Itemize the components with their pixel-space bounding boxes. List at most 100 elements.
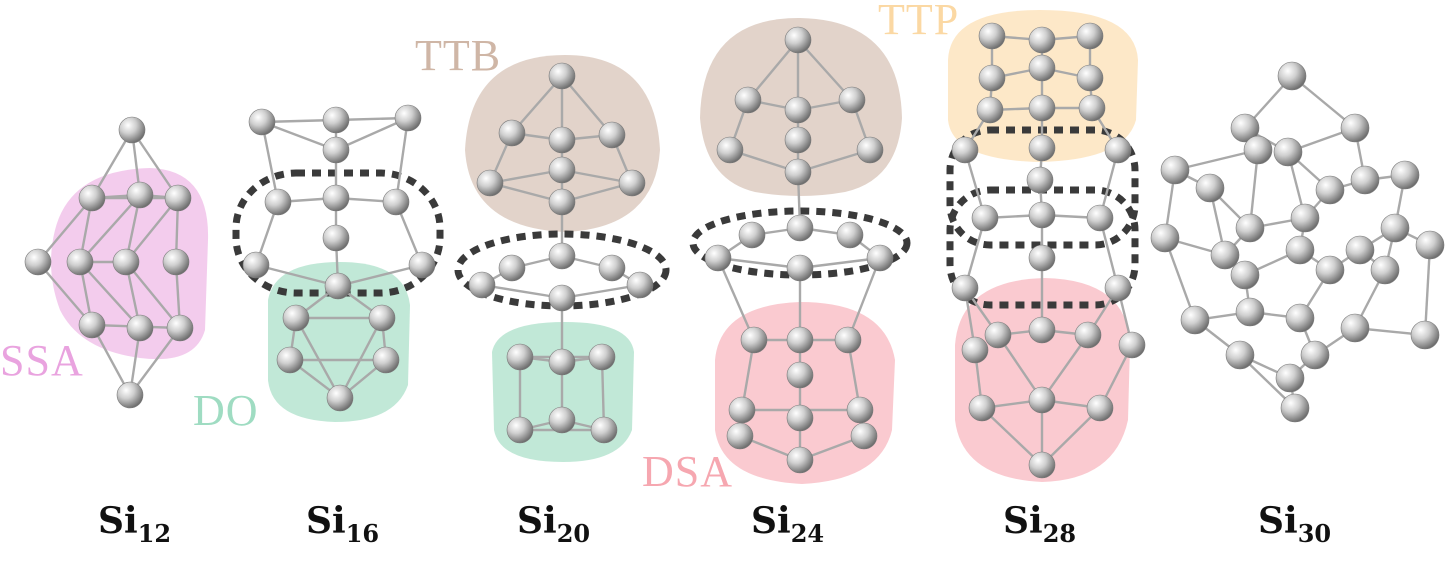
ring-outline-si16 bbox=[232, 169, 444, 297]
si-atom bbox=[1074, 321, 1102, 349]
si-atom bbox=[118, 116, 146, 144]
si-atom bbox=[282, 304, 310, 332]
si-atom bbox=[264, 188, 292, 216]
si-atom bbox=[740, 326, 768, 354]
label-si12: Si12 bbox=[98, 500, 172, 548]
si-atom bbox=[1235, 213, 1265, 243]
si-atom bbox=[1410, 320, 1440, 350]
si-atom bbox=[1345, 235, 1375, 265]
si-atom bbox=[1028, 451, 1056, 479]
si-atom bbox=[1028, 94, 1056, 122]
si-atom bbox=[784, 126, 812, 154]
si-atom bbox=[1086, 204, 1114, 232]
atoms-si28 bbox=[951, 22, 1146, 479]
si-atom bbox=[498, 254, 526, 282]
si-atom bbox=[1273, 137, 1303, 167]
si-atom bbox=[242, 251, 270, 279]
si-atom bbox=[382, 188, 410, 216]
si-atom bbox=[1028, 386, 1056, 414]
ttp-label: TTP bbox=[878, 0, 960, 44]
si-atom bbox=[1028, 134, 1056, 162]
silicon-atoms bbox=[24, 22, 1445, 479]
bond bbox=[1041, 407, 1101, 466]
bond bbox=[481, 283, 563, 300]
si-atom bbox=[1280, 393, 1310, 423]
si-atom bbox=[116, 381, 144, 409]
si-atom bbox=[1086, 394, 1114, 422]
si-atom bbox=[126, 314, 154, 342]
si-atom bbox=[1104, 274, 1132, 302]
si-atom bbox=[1380, 213, 1410, 243]
si-atom bbox=[1340, 313, 1370, 343]
bond bbox=[255, 263, 339, 288]
si-atom bbox=[850, 422, 878, 450]
label-si24: Si24 bbox=[751, 500, 825, 548]
label-si16: Si16 bbox=[306, 500, 380, 548]
bond bbox=[125, 197, 179, 263]
si-atom bbox=[322, 224, 350, 252]
bond bbox=[79, 261, 141, 329]
si-atom bbox=[548, 188, 576, 216]
si-atom bbox=[704, 244, 732, 272]
si-atom bbox=[846, 396, 874, 424]
si-atom bbox=[248, 108, 276, 136]
atoms-si20 bbox=[468, 62, 654, 444]
si-atom bbox=[1028, 316, 1056, 344]
si-atom bbox=[618, 169, 646, 197]
bond bbox=[37, 261, 93, 326]
ssa-label: SSA bbox=[0, 336, 84, 385]
si-atom bbox=[368, 304, 396, 332]
si-atom bbox=[978, 64, 1006, 92]
bond bbox=[125, 261, 181, 329]
atoms-si16 bbox=[242, 104, 436, 412]
bond bbox=[717, 256, 801, 270]
si-atom bbox=[1076, 22, 1104, 50]
si-atom bbox=[1275, 363, 1305, 393]
si-atom bbox=[836, 221, 864, 249]
si-atom bbox=[1277, 61, 1307, 91]
atoms-si30 bbox=[1150, 61, 1445, 423]
si-atom bbox=[626, 271, 654, 299]
si-atom bbox=[734, 86, 762, 114]
si-atom bbox=[468, 271, 496, 299]
si-atom bbox=[322, 136, 350, 164]
si-atom bbox=[1195, 173, 1225, 203]
si-atom bbox=[1235, 297, 1265, 327]
bond bbox=[716, 257, 756, 341]
si-atom bbox=[1390, 160, 1420, 190]
si-atom bbox=[548, 406, 576, 434]
si-atom bbox=[372, 346, 400, 374]
si-atom bbox=[1315, 175, 1345, 205]
do-region-si16 bbox=[268, 262, 410, 422]
si-atom bbox=[326, 384, 354, 412]
si-atom bbox=[548, 126, 576, 154]
si-atom bbox=[166, 314, 194, 342]
si-atom bbox=[276, 346, 304, 374]
bond bbox=[797, 39, 853, 101]
si-atom bbox=[548, 242, 576, 270]
si-atom bbox=[866, 244, 894, 272]
si-atom bbox=[324, 272, 352, 300]
si-atom bbox=[786, 214, 814, 242]
si-atom bbox=[951, 274, 979, 302]
si-atom bbox=[951, 136, 979, 164]
si-atom bbox=[716, 136, 744, 164]
si-atom bbox=[66, 248, 94, 276]
si-atom bbox=[322, 106, 350, 134]
si-atom bbox=[738, 221, 766, 249]
si-atom bbox=[1290, 203, 1320, 233]
si-atom bbox=[784, 96, 812, 124]
si-atom bbox=[548, 284, 576, 312]
si-atom bbox=[1028, 244, 1056, 272]
bond bbox=[1423, 244, 1432, 336]
si-atom bbox=[1230, 113, 1260, 143]
si-atom bbox=[548, 348, 576, 376]
si-atom bbox=[1118, 331, 1146, 359]
bond bbox=[79, 194, 141, 263]
si-atom bbox=[322, 184, 350, 212]
si-atom bbox=[1350, 165, 1380, 195]
si-atom bbox=[834, 326, 862, 354]
bond bbox=[1163, 237, 1197, 321]
